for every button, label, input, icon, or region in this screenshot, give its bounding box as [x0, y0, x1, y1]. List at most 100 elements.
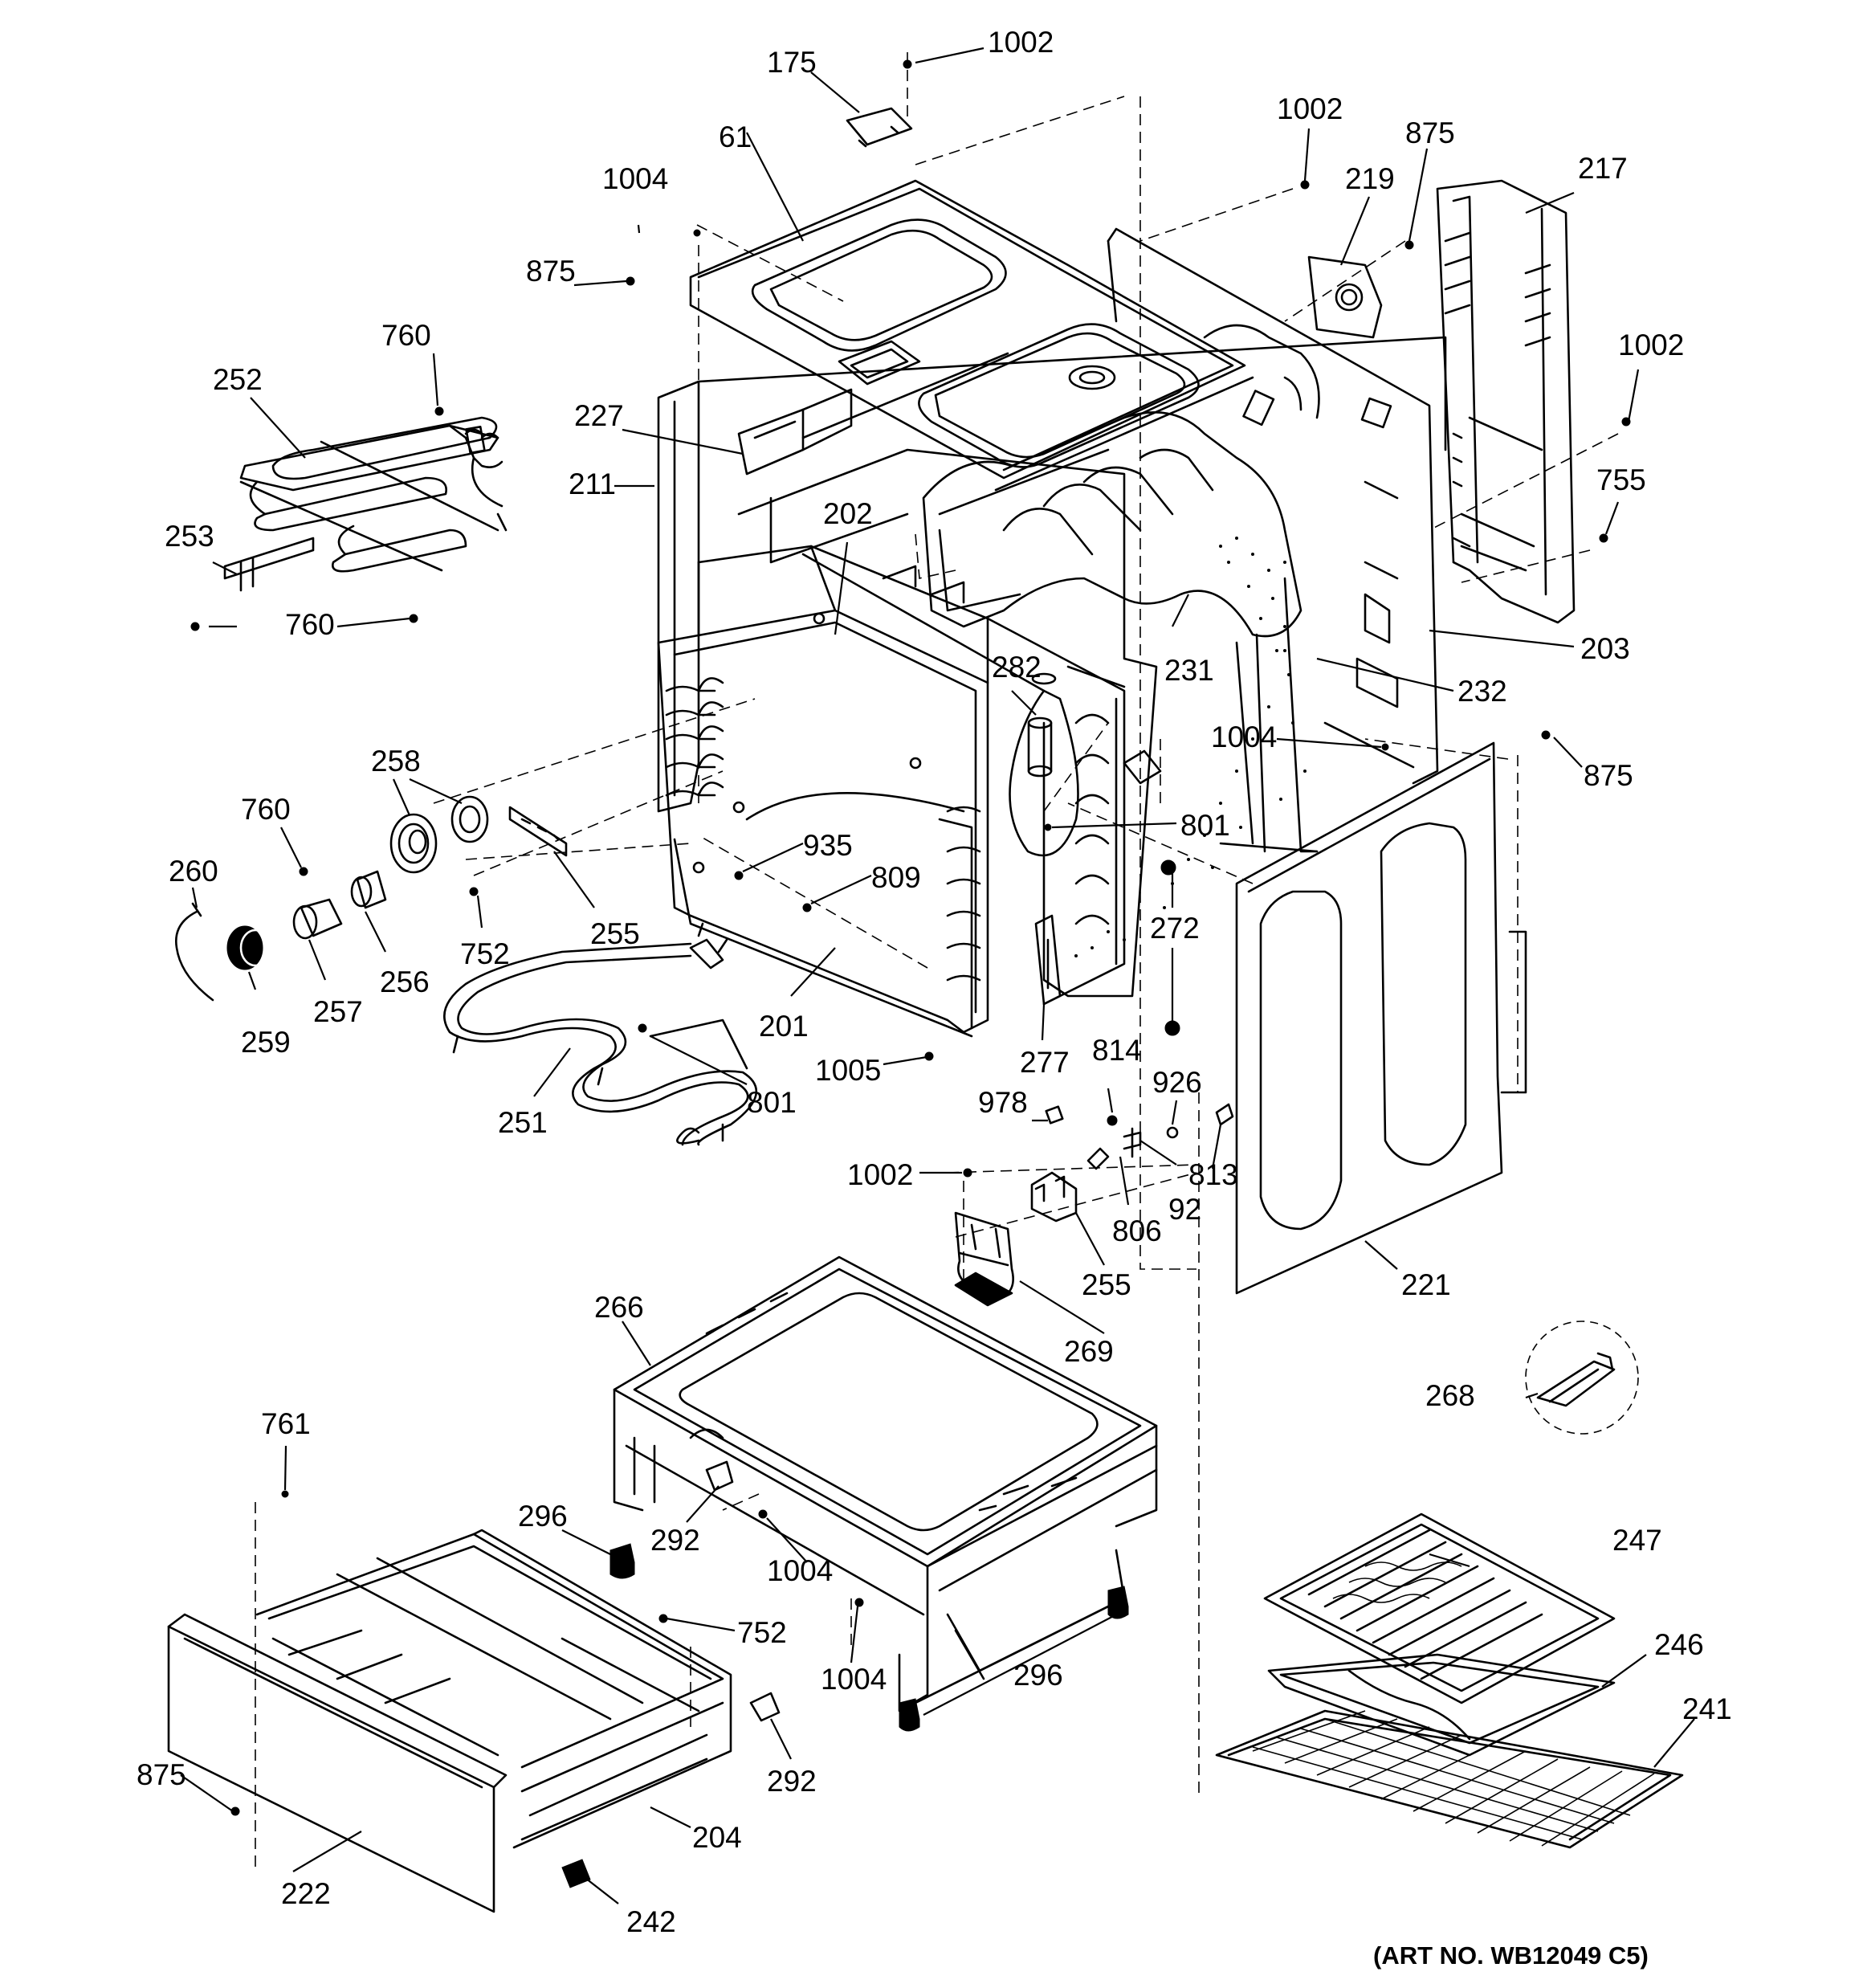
callout-292-top: 292 [650, 1524, 700, 1557]
callout-755: 755 [1596, 463, 1646, 496]
callout-926: 926 [1152, 1066, 1202, 1099]
light-assembly [174, 795, 489, 1002]
callout-760-low: 760 [241, 793, 291, 826]
callout-809: 809 [871, 861, 921, 894]
callout-217: 217 [1578, 152, 1628, 185]
callout-1004-mid: 1004 [1211, 720, 1277, 753]
callout-801-low: 801 [747, 1086, 797, 1119]
clip-268-detail [1525, 1321, 1639, 1435]
callout-61: 61 [719, 120, 752, 153]
art-number: (ART NO. WB12049 C5) [1373, 1941, 1649, 1970]
callout-296-right: 296 [1013, 1659, 1063, 1692]
insulation-texture [1074, 537, 1307, 957]
callout-875-tr: 875 [1405, 116, 1455, 149]
insulation-227 [737, 388, 853, 476]
callout-255-top: 255 [590, 917, 640, 950]
callout-222: 222 [281, 1877, 331, 1910]
callout-814: 814 [1092, 1034, 1142, 1067]
back-cover-219 [1307, 255, 1383, 339]
callout-282: 282 [992, 651, 1042, 684]
glide-292-top [705, 1460, 734, 1492]
bumpers-272 [1160, 859, 1180, 1036]
broiler-grid-247 [1263, 1512, 1616, 1704]
callout-875-left: 875 [526, 255, 576, 288]
callout-1002-r: 1002 [1618, 329, 1684, 361]
callout-219: 219 [1345, 162, 1395, 195]
callout-935: 935 [803, 829, 853, 862]
callout-260: 260 [169, 855, 218, 888]
oven-rack-241 [1215, 1709, 1684, 1849]
callout-203: 203 [1580, 632, 1630, 665]
callout-875-r: 875 [1584, 759, 1633, 792]
callout-242: 242 [626, 1905, 676, 1938]
leader-lines [180, 47, 1695, 1904]
callout-1004-bot: 1004 [821, 1663, 887, 1696]
leveling-leg-296-bottom [899, 1698, 920, 1732]
callout-221: 221 [1401, 1268, 1451, 1301]
callout-978: 978 [978, 1086, 1028, 1119]
callout-258: 258 [371, 745, 421, 778]
callout-201: 201 [759, 1010, 809, 1043]
callout-253: 253 [165, 520, 214, 553]
glide-242 [561, 1859, 591, 1888]
callout-292-low: 292 [767, 1765, 817, 1798]
glide-292-low [749, 1692, 781, 1722]
callout-1005: 1005 [815, 1054, 881, 1087]
callout-1004-low: 1004 [767, 1554, 833, 1587]
oven-liner [657, 545, 1126, 1038]
callout-257: 257 [313, 995, 363, 1028]
callout-1004-top: 1004 [602, 162, 668, 195]
callout-875-low: 875 [137, 1758, 186, 1791]
callout-806: 806 [1112, 1214, 1162, 1247]
callout-266: 266 [594, 1291, 644, 1324]
drawer-assembly [167, 1529, 732, 1913]
callout-268: 268 [1425, 1379, 1475, 1412]
callout-269: 269 [1064, 1335, 1114, 1368]
callout-246: 246 [1654, 1628, 1704, 1661]
screws [190, 59, 1631, 1816]
callout-296-left: 296 [518, 1500, 568, 1533]
callout-1002-top: 1002 [988, 26, 1054, 59]
callout-256: 256 [380, 965, 430, 998]
callout-247: 247 [1612, 1524, 1662, 1557]
callout-202: 202 [823, 497, 873, 530]
callout-241: 241 [1682, 1692, 1732, 1725]
callout-204: 204 [692, 1821, 742, 1854]
bake-element-251 [443, 922, 758, 1146]
hinge-receiver-277 [1034, 914, 1062, 1006]
leveling-leg-296-left [609, 1543, 635, 1579]
callout-801-top: 801 [1180, 809, 1230, 842]
callout-272: 272 [1150, 912, 1200, 945]
cover-175 [846, 107, 913, 148]
callout-231: 231 [1164, 654, 1214, 687]
callout-175: 175 [767, 46, 817, 79]
broil-element-252 [239, 416, 508, 573]
callout-227: 227 [574, 399, 624, 432]
callout-1002-tr: 1002 [1277, 92, 1343, 125]
side-panel-221 [1235, 741, 1527, 1295]
callout-259: 259 [241, 1026, 291, 1059]
callout-232: 232 [1457, 675, 1507, 708]
terminal-block-assembly [1030, 1103, 1234, 1223]
callout-211: 211 [569, 467, 616, 500]
broiler-pan-246 [1267, 1653, 1616, 1757]
sensor-282 [1009, 672, 1162, 857]
callout-labels: 1002 175 61 1004 875 760 252 227 211 253… [137, 26, 1732, 1970]
callout-813: 813 [1188, 1158, 1238, 1191]
drawer-support-266 [613, 1255, 1158, 1712]
callout-1002-low: 1002 [847, 1158, 913, 1191]
bracket-253 [223, 537, 315, 592]
callout-277: 277 [1020, 1046, 1070, 1079]
rear-panel-217 [1436, 179, 1576, 624]
callout-92: 92 [1168, 1193, 1201, 1226]
callout-251: 251 [498, 1106, 548, 1139]
bracket-255-top [508, 806, 568, 857]
callout-760-top: 760 [381, 319, 431, 352]
callout-752-top: 752 [460, 937, 510, 970]
callout-252: 252 [213, 363, 263, 396]
callout-255-low: 255 [1082, 1268, 1131, 1301]
cabinet-body [657, 227, 1447, 998]
top-panel [689, 179, 1254, 492]
callout-760-mid: 760 [285, 608, 335, 641]
